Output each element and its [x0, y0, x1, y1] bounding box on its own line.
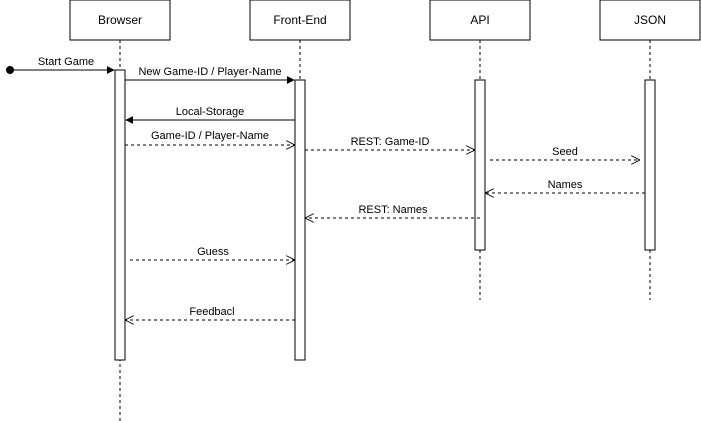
activation-bar-json: [644, 79, 656, 251]
message-label: Guess: [197, 246, 229, 258]
message-seed: Seed: [490, 146, 639, 160]
message-label: Game-ID / Player-Name: [151, 130, 269, 142]
activation-bar-front-end: [294, 79, 306, 361]
participant-browser: Browser: [69, 0, 171, 421]
participant-box: [69, 0, 171, 41]
participant-label: API: [470, 13, 489, 27]
message-label: Local-Storage: [176, 106, 245, 118]
message-label: Feedbacl: [189, 306, 234, 318]
message-label: Start Game: [38, 56, 94, 68]
participant-label: JSON: [634, 13, 666, 27]
message-rest-game-id: REST: Game-ID: [305, 136, 474, 150]
message-label: New Game-ID / Player-Name: [138, 66, 281, 78]
participant-box: [429, 0, 531, 41]
message-start-game: Start Game: [6, 56, 115, 74]
activation-bar-browser: [114, 69, 126, 361]
participant-label: Browser: [98, 13, 142, 27]
message-feedback: Feedbacl: [126, 306, 295, 320]
message-local-storage: Local-Storage: [125, 106, 295, 124]
message-label: REST: Game-ID: [351, 136, 430, 148]
message-label: Names: [548, 179, 583, 191]
participant-label: Front-End: [273, 13, 326, 27]
participant-box: [249, 0, 351, 41]
message-names: Names: [486, 179, 645, 193]
message-guess: Guess: [130, 246, 294, 260]
participant-json: JSON: [599, 0, 701, 300]
message-new-game-id: New Game-ID / Player-Name: [125, 66, 295, 84]
message-rest-names: REST: Names: [306, 204, 480, 218]
activation-bar-api: [474, 79, 486, 251]
message-game-id-player-name: Game-ID / Player-Name: [125, 130, 294, 145]
message-label: Seed: [552, 146, 578, 158]
message-label: REST: Names: [358, 204, 428, 216]
